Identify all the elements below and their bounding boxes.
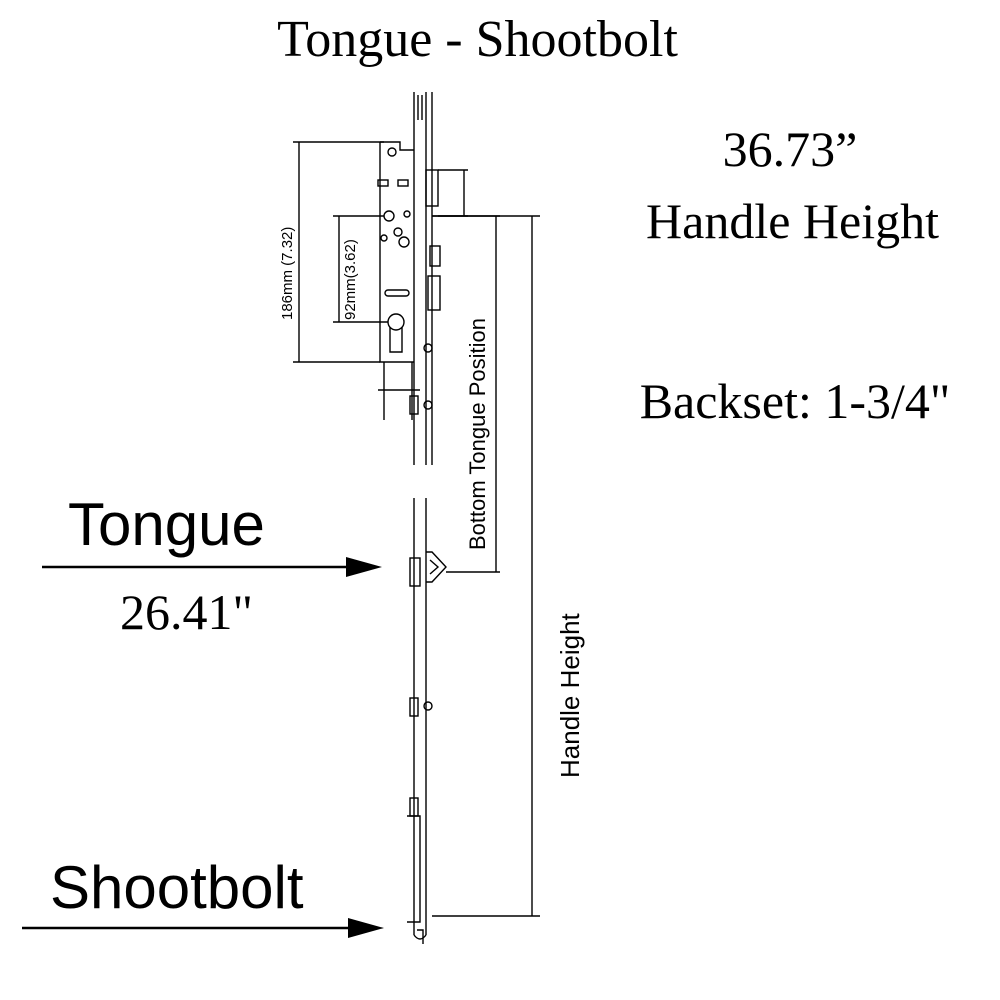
backset-ticks	[378, 169, 468, 420]
dim-92-label: 92mm(3.62)	[342, 239, 359, 320]
shootbolt-arrow	[22, 918, 384, 938]
bottom-tongue-position-label: Bottom Tongue Position	[465, 318, 490, 550]
handle-height-value: 36.73”	[722, 121, 858, 177]
latch-bolts	[425, 169, 441, 311]
dim-186-label: 186mm (7.32)	[279, 226, 296, 320]
shootbolt-label: Shootbolt	[50, 854, 304, 921]
handle-height-vertical-label: Handle Height	[555, 613, 585, 778]
tongue-value: 26.41"	[120, 584, 253, 640]
dim-handle-height-lines	[432, 215, 540, 917]
gearbox-body	[377, 141, 433, 363]
tongue-arrow	[42, 557, 382, 577]
handle-height-label: Handle Height	[646, 193, 939, 249]
lower-fittings	[407, 395, 433, 923]
dim-92-lines	[333, 215, 388, 323]
tongue-hook	[426, 551, 447, 583]
diagram-title: Tongue - Shootbolt	[277, 11, 678, 68]
dim-186-lines	[293, 141, 384, 363]
backset-label: Backset: 1-3/4"	[639, 373, 951, 429]
tongue-label: Tongue	[68, 491, 265, 558]
